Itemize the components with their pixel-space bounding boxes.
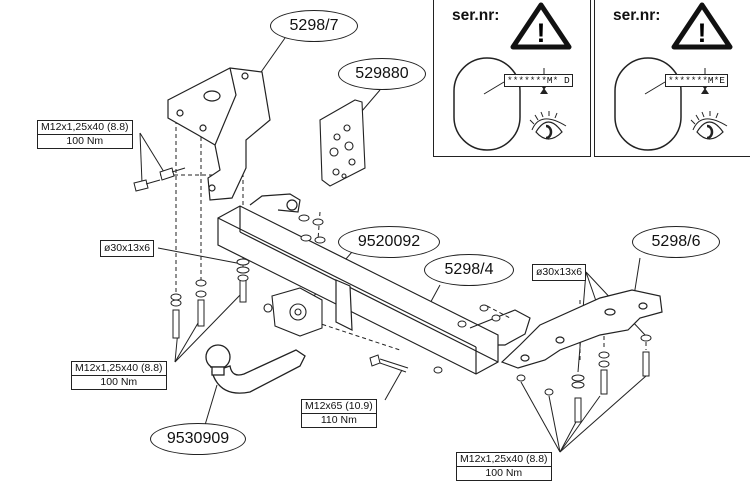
bolt-size: M12x65 (10.9) (305, 400, 373, 412)
serial-plate-figure (614, 57, 728, 151)
part-number-bracket-right: 5298/6 (632, 226, 720, 258)
washer-label-right: ø30x13x6 (532, 264, 587, 281)
serial-inset-left: ser.nr: ! *******M* D (433, 0, 591, 157)
warning-mark: ! (698, 18, 707, 48)
bolt-size: M12x1,25x40 (8.8) (41, 121, 129, 133)
eye-icon (529, 111, 567, 140)
bolt-torque: 110 Nm (302, 413, 376, 427)
bolt-size: M12x1,25x40 (8.8) (75, 362, 163, 374)
part-number-crossbar: 5298/4 (424, 254, 514, 286)
serial-code: *******M* D (504, 74, 573, 87)
bracket-right (500, 289, 663, 369)
part-number-bolt-kit: 529880 (338, 58, 426, 90)
bolt-left-2 (133, 179, 161, 192)
bolt-spec-right-bottom: M12x1,25x40 (8.8) 100 Nm (456, 452, 552, 481)
bolt-left-1 (159, 167, 186, 181)
part-number-ball-neck: 9530909 (150, 423, 246, 455)
bolt-spec-left-bottom: M12x1,25x40 (8.8) 100 Nm (71, 361, 167, 390)
bolt-spec-left-top: M12x1,25x40 (8.8) 100 Nm (37, 120, 133, 149)
bolt-torque: 100 Nm (38, 134, 132, 148)
part-number-bracket-left: 5298/7 (270, 10, 358, 42)
warning-mark: ! (537, 18, 546, 48)
bolt-size: M12x1,25x40 (8.8) (460, 453, 548, 465)
bracket-left (167, 67, 271, 201)
serial-inset-right: ser.nr: ! *******M*E (594, 0, 750, 157)
serial-label: ser.nr: (452, 7, 500, 24)
bolt-kit-bag (319, 99, 366, 187)
ball-neck (205, 344, 306, 394)
crossbar (217, 193, 531, 375)
warning-triangle-icon: ! (510, 2, 572, 50)
bolt-torque: 100 Nm (457, 466, 551, 480)
serial-label: ser.nr: (613, 7, 661, 24)
eye-icon (690, 111, 728, 140)
serial-code: *******M*E (665, 74, 729, 87)
serial-plate-figure (453, 57, 567, 151)
socket-plate (263, 287, 323, 337)
washer-label-left: ø30x13x6 (100, 240, 155, 257)
part-number-electric-socket: 9520092 (338, 226, 440, 258)
bolt-torque: 100 Nm (72, 375, 166, 389)
hardware (133, 167, 652, 423)
bolt-center (369, 354, 409, 373)
bolt-spec-center: M12x65 (10.9) 110 Nm (301, 399, 377, 428)
warning-triangle-icon: ! (671, 2, 733, 50)
